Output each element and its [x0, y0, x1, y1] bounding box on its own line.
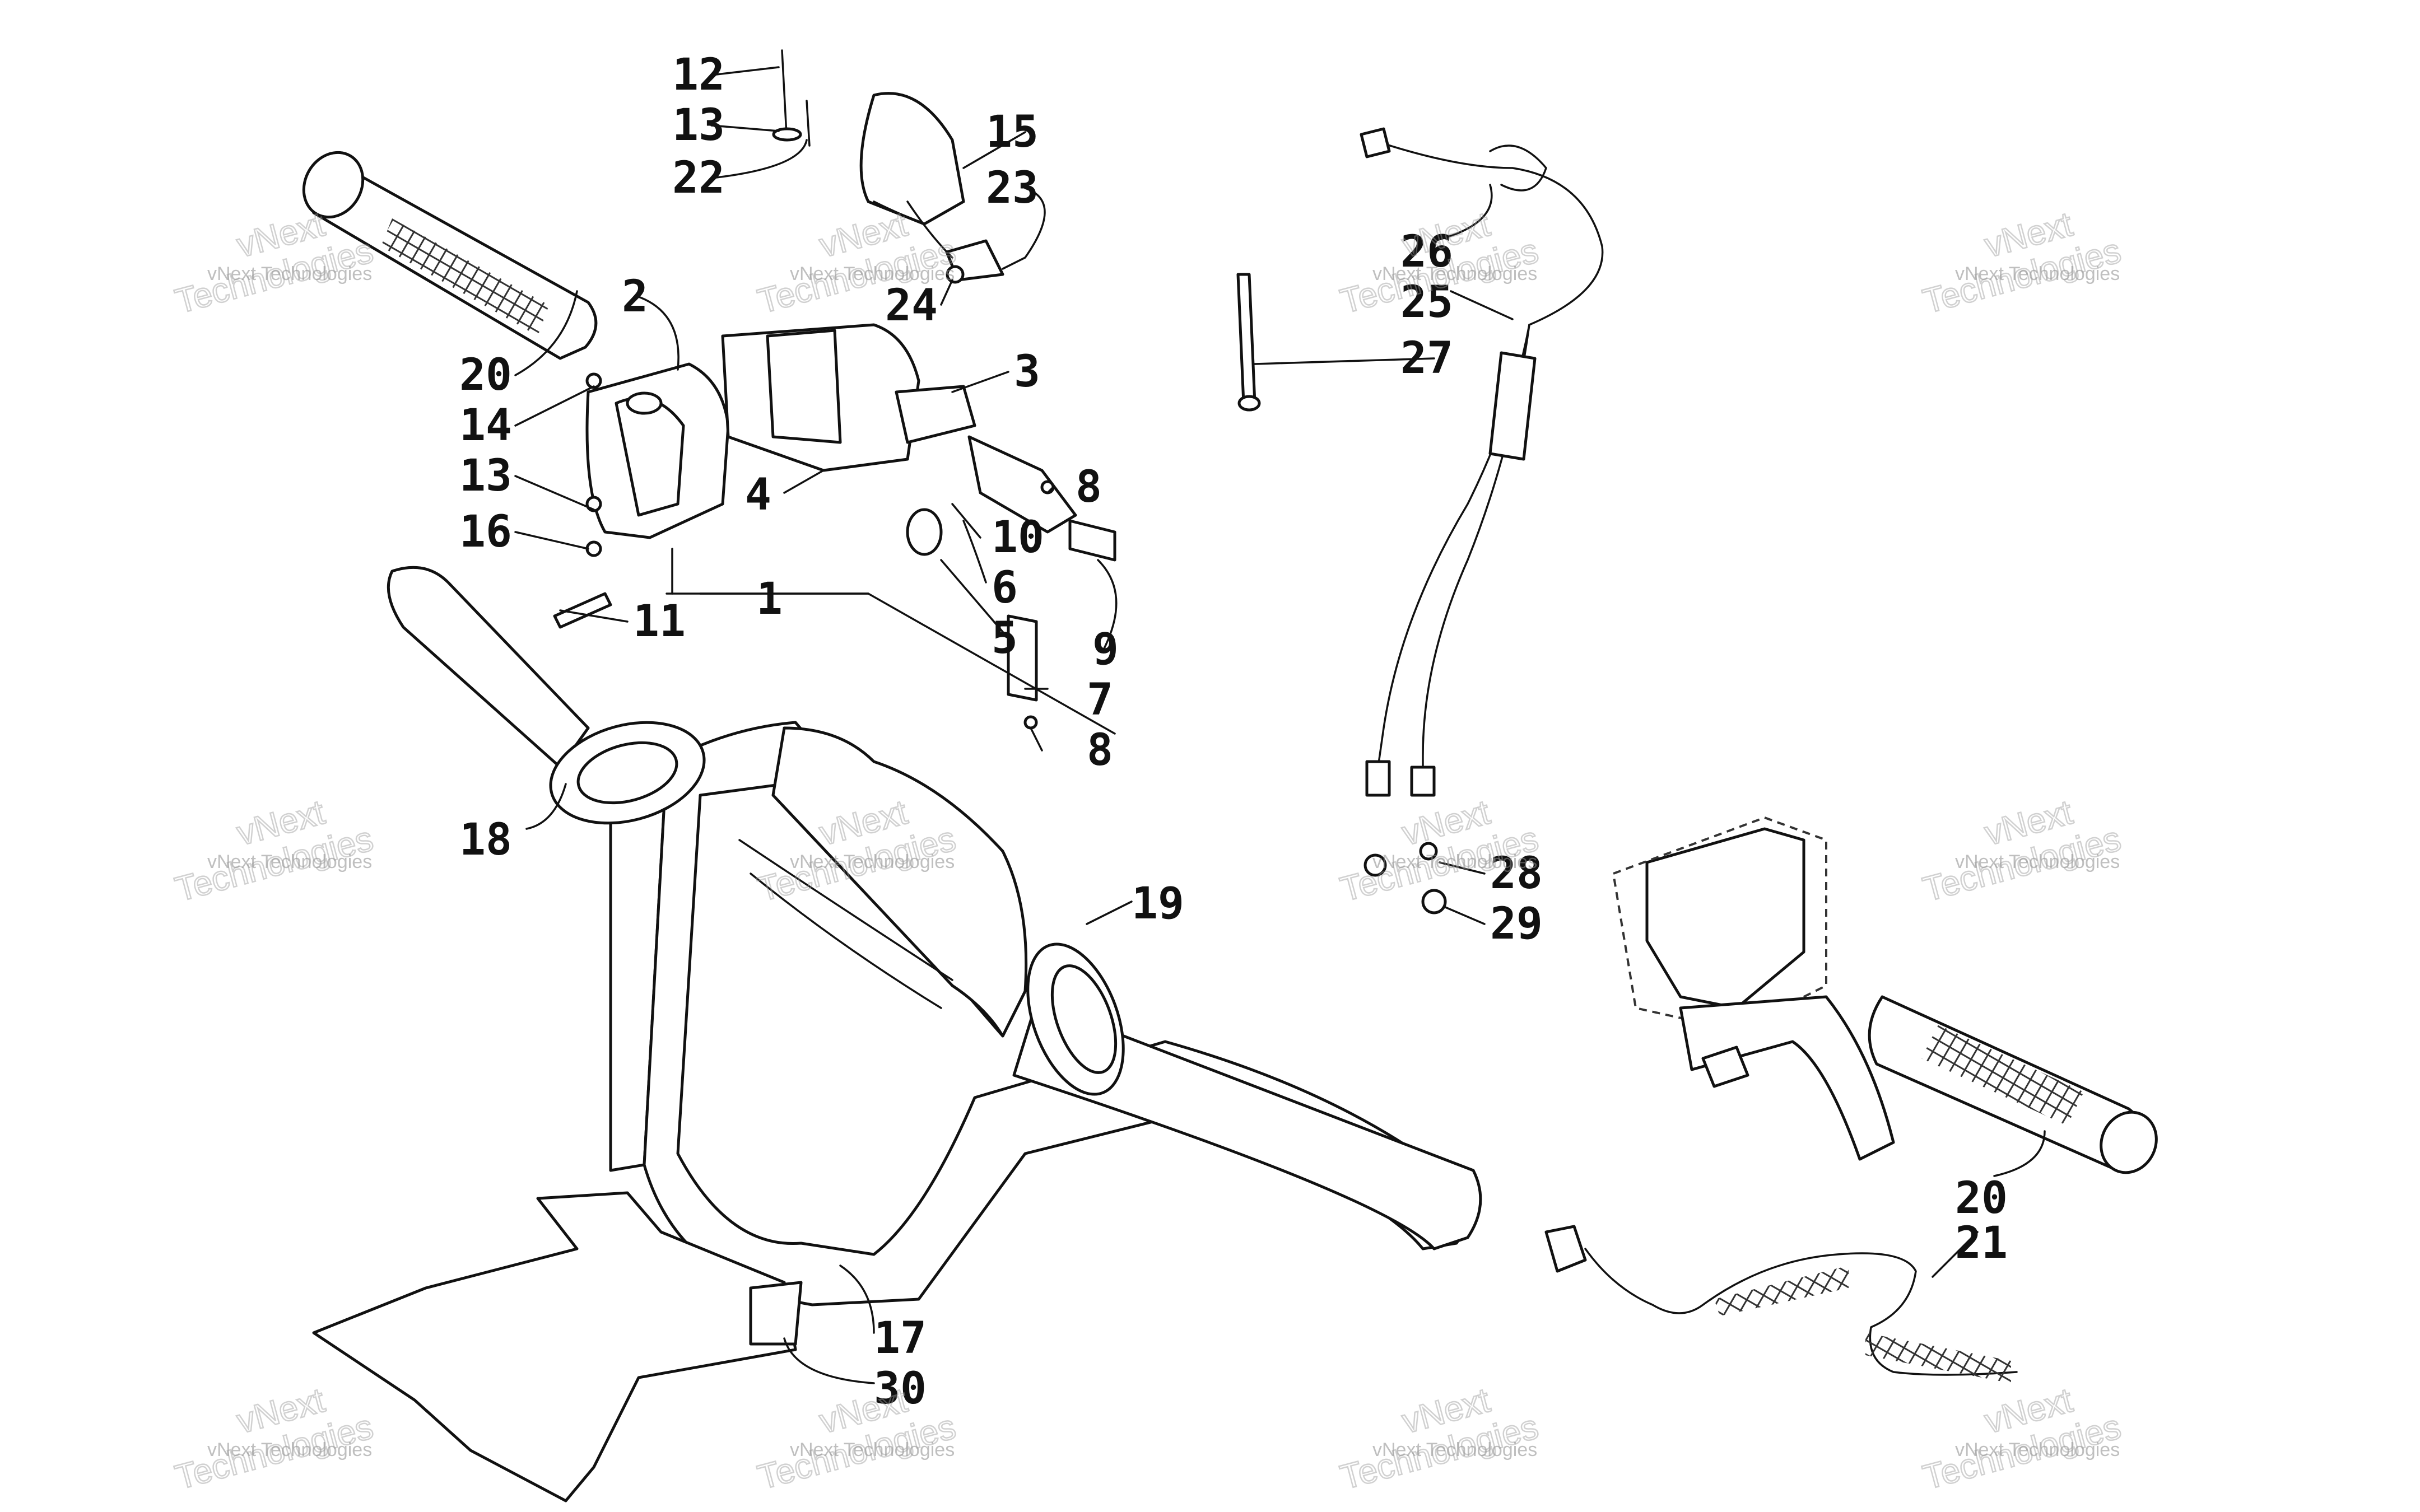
- callout-19: 19: [1132, 879, 1184, 929]
- callout-8-lower: 8: [1087, 725, 1113, 776]
- svg-text:vNext Technologies: vNext Technologies: [207, 1439, 372, 1460]
- leader-lines: [514, 66, 2046, 1384]
- brake-master-cylinder: [1612, 816, 1895, 1161]
- callout-7: 7: [1087, 675, 1113, 725]
- switch-housing-assembly: [553, 323, 1116, 730]
- right-hand-grip: [1868, 995, 2158, 1174]
- callout-12: 12: [672, 50, 725, 100]
- callout-4: 4: [745, 470, 771, 520]
- callout-25: 25: [1400, 277, 1453, 328]
- svg-text:vNext Technologies: vNext Technologies: [1372, 263, 1537, 284]
- callout-16: 16: [459, 507, 512, 557]
- callout-27: 27: [1400, 333, 1453, 384]
- watermark: vNext Technologies vNext Technologies: [1919, 1380, 2126, 1498]
- grip-heater-element: [1544, 1225, 2018, 1383]
- callout-23: 23: [986, 163, 1039, 213]
- callout-28: 28: [1490, 848, 1543, 899]
- handlebar: [387, 566, 1482, 1306]
- svg-text:vNext Technologies: vNext Technologies: [790, 263, 955, 284]
- svg-text:vNext Technologies: vNext Technologies: [790, 1439, 955, 1460]
- left-hand-grip: [302, 151, 598, 360]
- watermark: vNext Technologies vNext Technologies: [1336, 1380, 1543, 1498]
- callout-20-right: 20: [1955, 1173, 2008, 1224]
- watermark: vNext Technologies vNext Technologies: [1919, 792, 2126, 910]
- callout-labels: 12 13 22 15 23 24 2 3 4 20 14 13 16 11 1…: [459, 50, 2008, 1414]
- callout-13-lower: 13: [459, 451, 512, 501]
- svg-text:vNext Technologies: vNext Technologies: [1372, 851, 1537, 872]
- svg-text:vNext Technologies: vNext Technologies: [790, 851, 955, 872]
- svg-text:vNext Technologies: vNext Technologies: [1955, 851, 2120, 872]
- watermark: vNext Technologies vNext Technologies: [171, 1380, 378, 1498]
- callout-5: 5: [992, 613, 1018, 664]
- watermark: vNext Technologies vNext Technologies: [1919, 204, 2126, 322]
- callout-13: 13: [672, 100, 725, 151]
- callout-17: 17: [874, 1313, 927, 1364]
- callout-9: 9: [1092, 624, 1119, 675]
- callout-20-left: 20: [459, 350, 512, 400]
- callout-11: 11: [633, 596, 686, 647]
- callout-15: 15: [986, 107, 1039, 157]
- callout-30: 30: [874, 1364, 927, 1414]
- svg-text:vNext Technologies: vNext Technologies: [207, 851, 372, 872]
- callout-2: 2: [622, 272, 648, 322]
- left-bar-collar: [549, 721, 706, 825]
- callout-6: 6: [992, 563, 1018, 613]
- right-bar-collar: [1026, 942, 1125, 1096]
- watermark: vNext Technologies vNext Technologies: [753, 1380, 961, 1498]
- callout-1: 1: [756, 574, 783, 624]
- svg-text:vNext Technologies: vNext Technologies: [1955, 1439, 2120, 1460]
- callout-10: 10: [992, 512, 1044, 563]
- svg-text:vNext Technologies: vNext Technologies: [1372, 1439, 1537, 1460]
- callout-22: 22: [672, 153, 725, 203]
- svg-text:vNext Technologies: vNext Technologies: [207, 263, 372, 284]
- svg-text:vNext Technologies: vNext Technologies: [1955, 263, 2120, 284]
- callout-24: 24: [885, 281, 938, 331]
- throttle-lever-assembly: [772, 49, 1004, 284]
- callout-14: 14: [459, 400, 512, 451]
- watermark: vNext Technologies vNext Technologies: [171, 792, 378, 910]
- handlebar-pad: [312, 1191, 803, 1502]
- callout-3: 3: [1014, 347, 1040, 397]
- thumb-warmer-harness: [1236, 127, 1604, 914]
- callout-29: 29: [1490, 899, 1543, 949]
- callout-18: 18: [459, 815, 512, 865]
- callout-8-upper: 8: [1076, 462, 1102, 512]
- callout-21: 21: [1955, 1218, 2008, 1268]
- callout-26: 26: [1400, 227, 1453, 277]
